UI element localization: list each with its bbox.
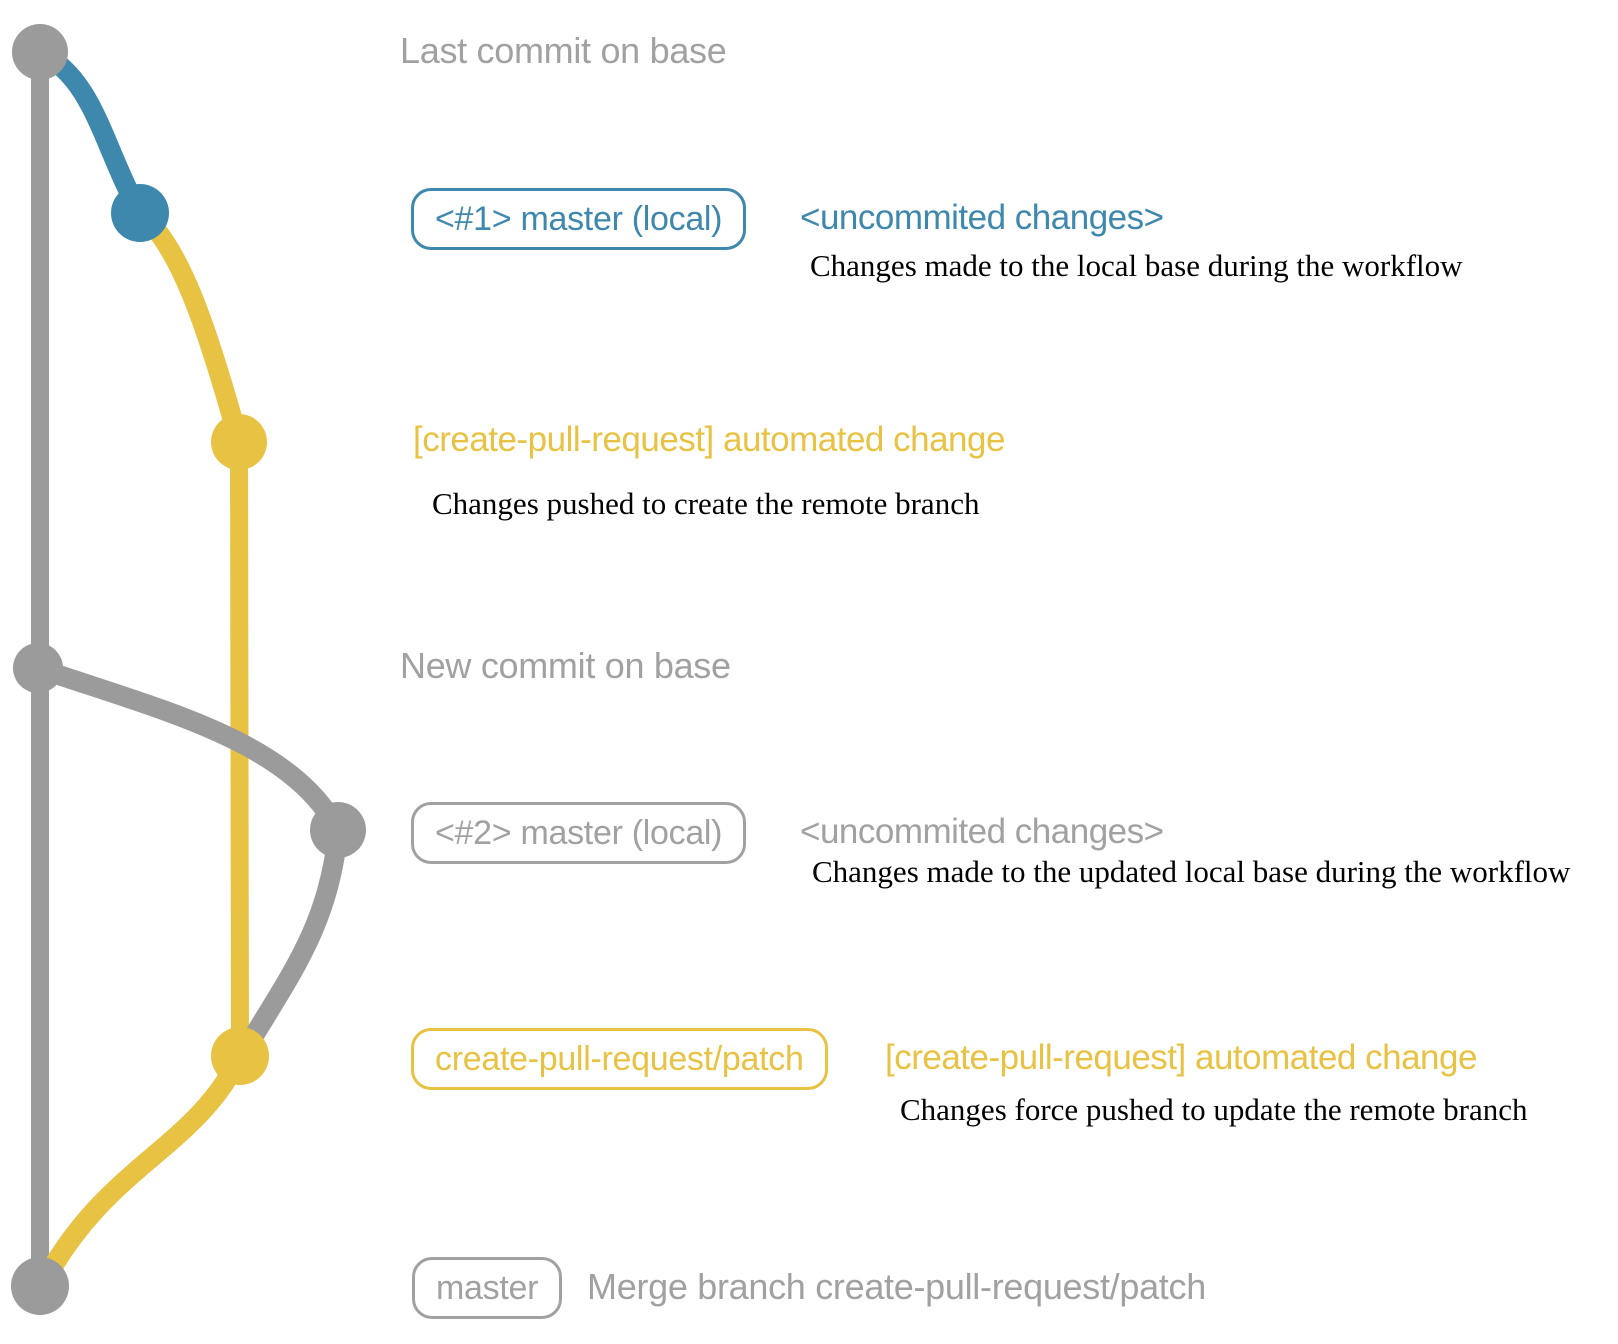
badge-master-local-2-label: <#2> master (local) — [411, 802, 747, 864]
note-uncommited-changes-1: <uncommited changes> — [800, 198, 1164, 237]
note-automated-change-1: [create-pull-request] automated change — [413, 420, 1005, 459]
badge-create-pull-request-patch-label: create-pull-request/patch — [411, 1028, 828, 1090]
commit-dot-merge — [11, 1257, 69, 1315]
patch-branch-merge-curve — [32, 1046, 250, 1296]
desc-pushed-remote-branch: Changes pushed to create the remote bran… — [432, 486, 980, 521]
desc-local-changes-2: Changes made to the updated local base d… — [812, 854, 1571, 889]
label-new-commit-on-base: New commit on base — [400, 645, 731, 686]
note-uncommited-changes-2: <uncommited changes> — [800, 812, 1164, 851]
badge-master-local-2: <#2> master (local) — [411, 802, 747, 864]
rebased-local-curve-bottom — [234, 820, 348, 1062]
commit-dot-patch-1 — [211, 414, 267, 470]
commit-dot-local-2 — [310, 802, 366, 858]
commit-graph — [11, 24, 366, 1315]
badge-master-label: master — [412, 1257, 563, 1319]
commit-dot-base-new — [13, 643, 63, 693]
badge-master: master — [412, 1257, 563, 1319]
label-last-commit-on-base: Last commit on base — [400, 30, 727, 71]
badge-master-local-1: <#1> master (local) — [411, 188, 747, 250]
desc-force-pushed-remote-branch: Changes force pushed to update the remot… — [900, 1092, 1528, 1127]
patch-branch-curve-top — [130, 203, 249, 452]
commit-dot-base-tip — [12, 24, 68, 80]
commit-dot-local-1 — [111, 184, 169, 242]
note-automated-change-2: [create-pull-request] automated change — [885, 1038, 1477, 1077]
badge-master-local-1-label: <#1> master (local) — [411, 188, 747, 250]
rebased-local-curve-top — [28, 658, 348, 840]
commit-dot-patch-2 — [211, 1027, 269, 1085]
badge-create-pull-request-patch: create-pull-request/patch — [411, 1028, 828, 1090]
desc-local-changes-1: Changes made to the local base during th… — [810, 248, 1463, 283]
label-merge-branch: Merge branch create-pull-request/patch — [587, 1266, 1206, 1307]
